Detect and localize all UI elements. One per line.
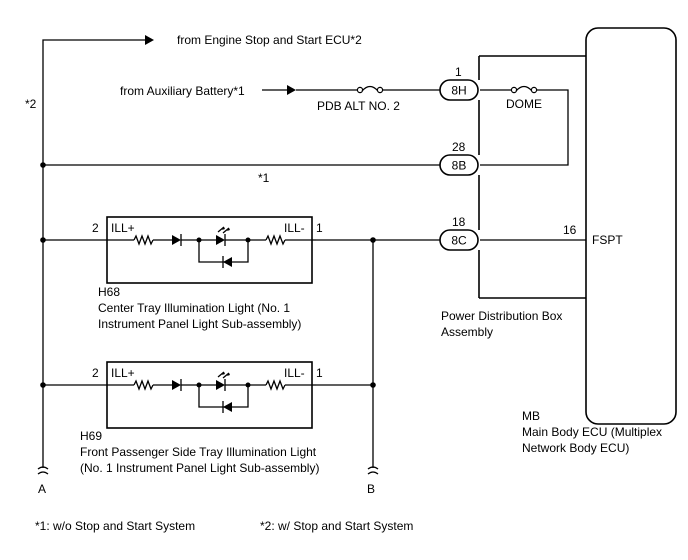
h68-pin-right: 1 xyxy=(316,221,323,235)
h68-pin-left: 2 xyxy=(92,221,99,235)
h69-name-line1: Front Passenger Side Tray Illumination L… xyxy=(80,445,317,459)
main-body-ecu xyxy=(585,27,677,425)
ecu-name-line1: Main Body ECU (Multiplex xyxy=(522,425,662,439)
bus-a xyxy=(37,35,440,475)
bus-b xyxy=(316,237,440,475)
note-star1: *1 xyxy=(258,171,270,185)
junction-dot xyxy=(370,382,376,388)
footnote-2: *2: w/ Stop and Start System xyxy=(260,519,413,533)
light-h68 xyxy=(43,216,316,284)
junction-dot xyxy=(40,162,46,168)
connector-8h xyxy=(439,79,479,101)
connector-8h-name: 8H xyxy=(451,84,466,98)
light-h69 xyxy=(43,361,316,429)
h69-term-left: ILL+ xyxy=(111,366,135,380)
ecu-code: MB xyxy=(522,409,540,423)
connector-8b-pin: 28 xyxy=(452,140,466,154)
continuation-b: B xyxy=(367,482,375,496)
continuation-a: A xyxy=(38,482,46,496)
connector-8b xyxy=(439,154,479,176)
ecu-name-line2: Network Body ECU) xyxy=(522,441,629,455)
note-star2: *2 xyxy=(25,97,37,111)
power-distribution-box xyxy=(478,55,586,299)
h69-term-right: ILL- xyxy=(284,366,305,380)
pdb-name-line1: Power Distribution Box xyxy=(441,309,562,323)
ecu-terminal-fspt: FSPT xyxy=(592,233,623,247)
h68-name-line2: Instrument Panel Light Sub-assembly) xyxy=(98,317,301,331)
h69-name-line2: (No. 1 Instrument Panel Light Sub-assemb… xyxy=(80,461,319,475)
dome-fuse-label: DOME xyxy=(506,97,542,111)
connector-8h-pin: 1 xyxy=(455,65,462,79)
h69-code: H69 xyxy=(80,429,102,443)
connector-8c-pin: 18 xyxy=(452,215,466,229)
h68-term-left: ILL+ xyxy=(111,221,135,235)
h69-pin-left: 2 xyxy=(92,366,99,380)
pdb-name-line2: Assembly xyxy=(441,325,493,339)
h68-name-line1: Center Tray Illumination Light (No. 1 xyxy=(98,301,290,315)
connector-8c-name: 8C xyxy=(451,234,467,248)
connector-8b-name: 8B xyxy=(452,159,467,173)
engine-stop-start-source-label: from Engine Stop and Start ECU*2 xyxy=(177,33,362,47)
footnote-1: *1: w/o Stop and Start System xyxy=(35,519,195,533)
h68-code: H68 xyxy=(98,285,120,299)
aux-battery-feed xyxy=(262,85,440,95)
h68-term-right: ILL- xyxy=(284,221,305,235)
junction-dot xyxy=(370,237,376,243)
ecu-pin-16: 16 xyxy=(563,223,577,237)
aux-battery-source-label: from Auxiliary Battery*1 xyxy=(120,84,245,98)
h69-pin-right: 1 xyxy=(316,366,323,380)
pdb-alt-fuse-label: PDB ALT NO. 2 xyxy=(317,99,400,113)
